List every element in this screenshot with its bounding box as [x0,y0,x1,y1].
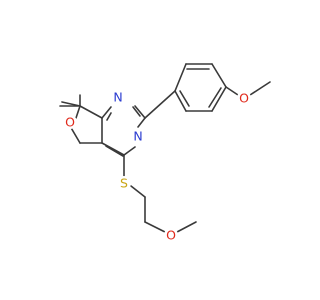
bond [176,221,197,233]
atom-label: S [120,176,128,191]
bond [208,87,222,108]
bond [249,81,271,96]
bond [123,146,136,156]
atom-n: N [131,129,145,144]
bond [69,125,81,144]
bond [134,105,146,119]
bond [101,142,125,156]
bond [144,221,166,233]
bond [137,117,146,128]
atom-o: O [63,115,77,130]
atom-label: O [239,91,249,106]
atom-o: O [237,91,251,106]
atom-o: O [164,228,178,243]
bond-layer [59,63,271,233]
bond [225,86,239,96]
atom-label-background [111,90,125,104]
bond [75,105,81,119]
atom-label: O [65,115,75,130]
atom-s: S [117,176,131,191]
atom-label-background [164,228,178,242]
bond [79,105,103,119]
bond [174,90,187,112]
atom-label-background [117,176,131,190]
molecule-drawing: N N O O O S [59,63,271,243]
bond [179,90,190,107]
atom-label-background [63,115,77,129]
atom-label-background [237,91,251,105]
bond [144,90,176,119]
bond [174,63,187,92]
bond [211,86,227,112]
atom-label: N [133,129,142,144]
bond [132,106,141,117]
atom-label: O [166,228,176,243]
atom-layer: N N O O O S [63,90,251,243]
bond [211,63,227,88]
bond [105,145,124,157]
bond [101,106,112,119]
atom-label-background [131,129,145,143]
structure-canvas: N N O O O S [59,63,271,243]
bond [130,185,146,198]
bond [106,112,112,121]
atom-n: N [111,90,125,105]
atom-label: N [113,90,122,105]
